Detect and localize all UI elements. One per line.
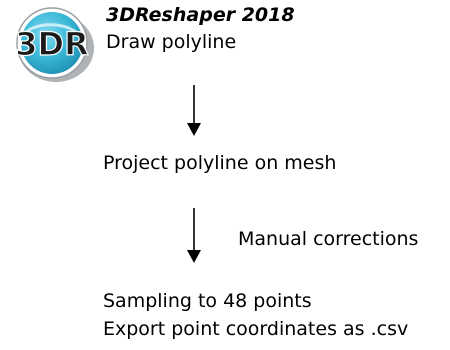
step-sampling: Sampling to 48 points [103, 290, 312, 312]
step-project-polyline: Project polyline on mesh [103, 152, 337, 174]
step-export-csv: Export point coordinates as .csv [103, 318, 409, 340]
svg-text:3DR: 3DR [15, 25, 88, 63]
step-draw-polyline: Draw polyline [106, 31, 237, 53]
arrow-down-icon [187, 85, 201, 136]
manual-corrections-label: Manual corrections [238, 228, 419, 250]
arrow-down-icon [187, 208, 201, 263]
3dreshaper-logo-icon: 3DR [8, 4, 98, 82]
app-title: 3DReshaper 2018 [106, 4, 295, 26]
